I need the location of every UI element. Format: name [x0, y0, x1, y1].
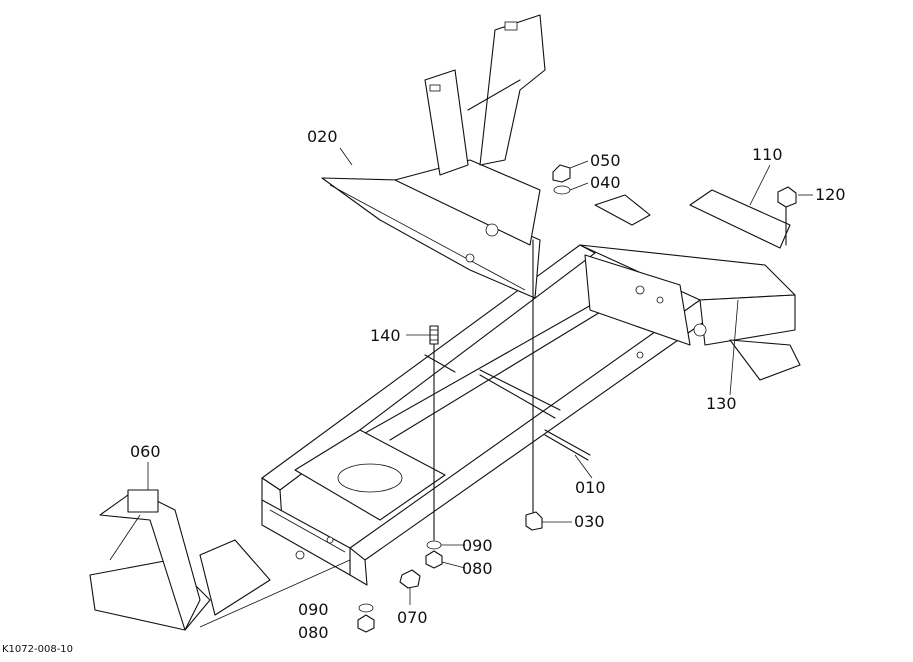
callout-130: 130 — [706, 394, 737, 413]
callout-140: 140 — [370, 326, 401, 345]
upper-subframe-part — [321, 14, 546, 299]
callout-030: 030 — [574, 512, 605, 531]
nut-080a-part — [425, 550, 443, 569]
callout-050: 050 — [590, 151, 621, 170]
bolt-120-part — [777, 186, 797, 246]
callout-010: 010 — [575, 478, 606, 497]
leader-lines — [147, 147, 813, 628]
callout-090-lower: 090 — [298, 600, 329, 619]
front-step-part — [89, 489, 271, 631]
callout-110: 110 — [752, 145, 783, 164]
callout-080-lower: 080 — [298, 623, 329, 642]
callout-060: 060 — [130, 442, 161, 461]
washer-040-part — [553, 185, 571, 195]
figure-code: K1072-008-10 — [2, 644, 74, 655]
bolt-070-part — [399, 569, 421, 589]
cover-plate-part — [594, 189, 791, 249]
callout-070: 070 — [397, 608, 428, 627]
bolt-030-part — [525, 239, 543, 531]
washer-090a-part — [426, 540, 442, 550]
callout-090-upper: 090 — [462, 536, 493, 555]
callout-020: 020 — [307, 127, 338, 146]
washer-090b-part — [358, 603, 374, 613]
callout-080-upper: 080 — [462, 559, 493, 578]
bolt-050-part — [552, 164, 571, 183]
nut-080b-part — [357, 614, 375, 633]
callout-040: 040 — [590, 173, 621, 192]
callout-120: 120 — [815, 185, 846, 204]
main-frame-part — [261, 244, 801, 586]
